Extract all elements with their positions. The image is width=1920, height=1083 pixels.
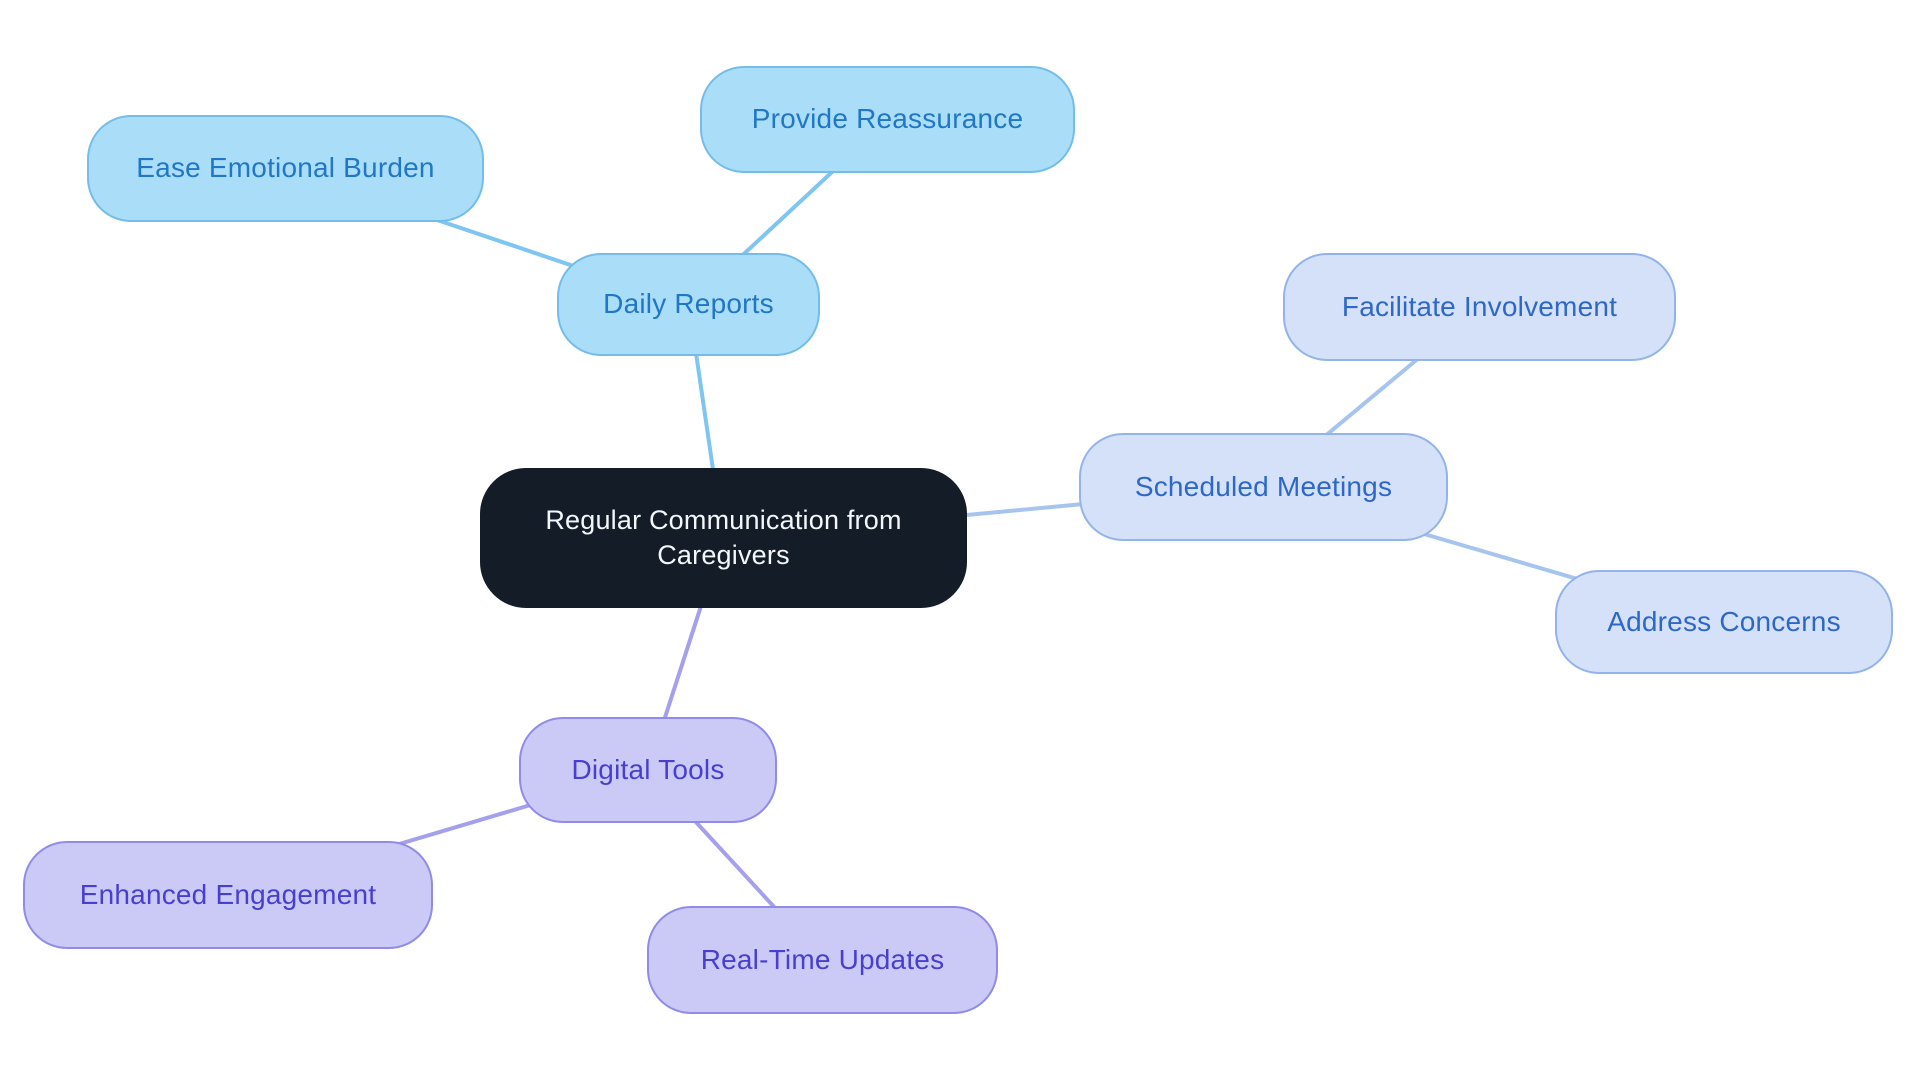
node-digital-tools: Digital Tools bbox=[519, 717, 777, 823]
node-provide-reassurance: Provide Reassurance bbox=[700, 66, 1075, 173]
node-facilitate-involvement: Facilitate Involvement bbox=[1283, 253, 1676, 361]
node-ease-emotional-burden: Ease Emotional Burden bbox=[87, 115, 484, 222]
node-real-time-updates: Real-Time Updates bbox=[647, 906, 998, 1014]
node-central: Regular Communication from Caregivers bbox=[480, 468, 967, 608]
node-enhanced-engagement: Enhanced Engagement bbox=[23, 841, 433, 949]
node-daily-reports: Daily Reports bbox=[557, 253, 820, 356]
node-address-concerns: Address Concerns bbox=[1555, 570, 1893, 674]
node-scheduled-meetings: Scheduled Meetings bbox=[1079, 433, 1448, 541]
